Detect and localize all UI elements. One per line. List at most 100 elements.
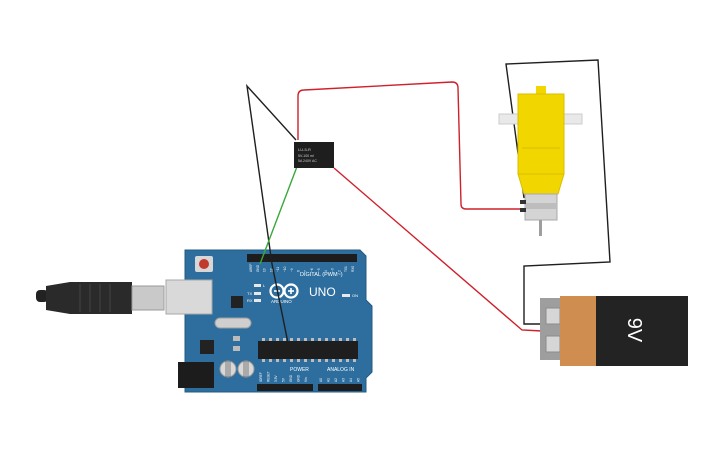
led-on xyxy=(342,294,350,297)
power-pin-label-6: Vin xyxy=(304,377,308,382)
power-pin-label-2: 3.3V xyxy=(274,375,278,382)
svg-text:L: L xyxy=(263,283,266,288)
battery-terminal-pos xyxy=(545,307,561,325)
battery-terminal-neg xyxy=(545,335,561,353)
analog-header xyxy=(318,384,362,391)
analog-pin-label-3: A3 xyxy=(342,378,346,382)
chip-pin xyxy=(318,359,321,362)
led-l xyxy=(254,284,261,287)
relay-body xyxy=(294,142,334,168)
wire-black-gnd-to-relay[interactable] xyxy=(245,83,297,349)
digital-pin-label-11: 4 xyxy=(324,270,328,272)
digital-pin-label-5: ~10 xyxy=(283,266,287,272)
wire-black-motor-to-battery[interactable] xyxy=(505,59,611,325)
led-tx xyxy=(254,292,261,295)
chip-pin xyxy=(304,338,307,341)
wire-red-relay-to-battery[interactable] xyxy=(333,167,543,332)
svg-text:5V-100 ml: 5V-100 ml xyxy=(298,154,314,158)
digital-pin-label-15: RX0 xyxy=(351,266,355,272)
chip-pin xyxy=(325,359,328,362)
power-pin-label-3: 5V xyxy=(282,377,286,382)
usb-cable-tip xyxy=(36,290,48,302)
digital-header-label: DIGITAL (PWM~) xyxy=(300,272,343,278)
power-header xyxy=(257,384,313,391)
chip-pin xyxy=(297,338,300,341)
chip-pin xyxy=(283,359,286,362)
digital-pin-label-9: ~6 xyxy=(310,268,314,272)
chip-pin xyxy=(353,359,356,362)
digital-pin-label-8: 7 xyxy=(303,270,307,272)
chip-pin xyxy=(311,359,314,362)
arduino-logo xyxy=(269,283,299,299)
power-pin-label-4: GND xyxy=(289,374,293,382)
svg-text:ON: ON xyxy=(352,293,358,298)
battery-9v[interactable]: 9V xyxy=(540,296,688,366)
crystal-oscillator xyxy=(214,317,252,329)
usb-connector-metal xyxy=(131,285,165,311)
chip-pin xyxy=(353,338,356,341)
motor-rear-shaft xyxy=(539,220,542,236)
motor-terminal-2 xyxy=(520,208,526,212)
chip-pin xyxy=(262,359,265,362)
usb-b-socket xyxy=(165,279,213,315)
battery-voltage-label: 9V xyxy=(623,318,645,343)
voltage-regulator xyxy=(200,340,214,354)
chip-pin xyxy=(304,359,307,362)
wire-green-signal-to-relay[interactable] xyxy=(259,163,299,265)
motor-gearbox xyxy=(517,93,565,175)
power-pin-label-0: IOREF xyxy=(259,372,263,382)
chip-pin xyxy=(311,338,314,341)
chip-pin xyxy=(276,338,279,341)
digital-pin-label-10: ~5 xyxy=(317,268,321,272)
uno-label: UNO xyxy=(309,285,336,299)
digital-pin-label-1: GND xyxy=(256,264,260,272)
analog-pin-label-4: A4 xyxy=(349,378,353,382)
analog-pin-label-0: A0 xyxy=(319,378,323,382)
chip-pin xyxy=(325,338,328,341)
motor-top-cap xyxy=(536,86,546,96)
capacitor-1 xyxy=(219,360,237,378)
dc-power-jack xyxy=(178,362,214,388)
battery-body-black xyxy=(596,296,688,366)
chip-pin xyxy=(276,359,279,362)
digital-pin-label-2: 13 xyxy=(263,268,267,272)
chip-pin xyxy=(269,338,272,341)
svg-text:TX: TX xyxy=(247,291,252,296)
battery-body-copper xyxy=(560,296,598,366)
svg-text:5A 240V AC: 5A 240V AC xyxy=(298,159,317,163)
power-pin-label-5: GND xyxy=(297,374,301,382)
power-header-label: POWER xyxy=(290,367,309,373)
svg-text:RX: RX xyxy=(247,298,253,303)
capacitor-2 xyxy=(237,360,255,378)
analog-pin-label-2: A2 xyxy=(334,378,338,382)
chip-pin xyxy=(339,359,342,362)
svg-text:LU-5-R: LU-5-R xyxy=(298,147,311,152)
digital-pin-label-0: AREF xyxy=(249,263,253,272)
chip-pin xyxy=(290,359,293,362)
usb-chip xyxy=(231,296,243,308)
dc-motor[interactable] xyxy=(498,86,583,236)
chip-pin xyxy=(339,338,342,341)
usb-cable-boot xyxy=(46,282,132,314)
digital-pin-label-3: 12 xyxy=(269,268,273,272)
led-rx xyxy=(254,299,261,302)
relay-module[interactable]: LU-5-R 5V-100 ml 5A 240V AC xyxy=(294,142,334,168)
chip-pin xyxy=(269,359,272,362)
digital-pin-label-6: ~9 xyxy=(290,268,294,272)
chip-pin xyxy=(290,338,293,341)
analog-header-label: ANALOG IN xyxy=(327,367,355,373)
wires[interactable] xyxy=(245,59,611,349)
analog-pin-label-1: A1 xyxy=(327,378,331,382)
power-pin-label-1: RESET xyxy=(267,371,271,382)
usb-cable[interactable] xyxy=(36,282,165,314)
atmega-chip xyxy=(258,338,358,362)
digital-pin-label-13: 2 xyxy=(337,270,341,272)
chip-pin xyxy=(283,338,286,341)
digital-pin-label-12: ~3 xyxy=(331,268,335,272)
wire-red-relay-to-motor[interactable] xyxy=(297,81,524,210)
chip-pin xyxy=(297,359,300,362)
digital-pin-label-4: ~11 xyxy=(276,267,280,272)
